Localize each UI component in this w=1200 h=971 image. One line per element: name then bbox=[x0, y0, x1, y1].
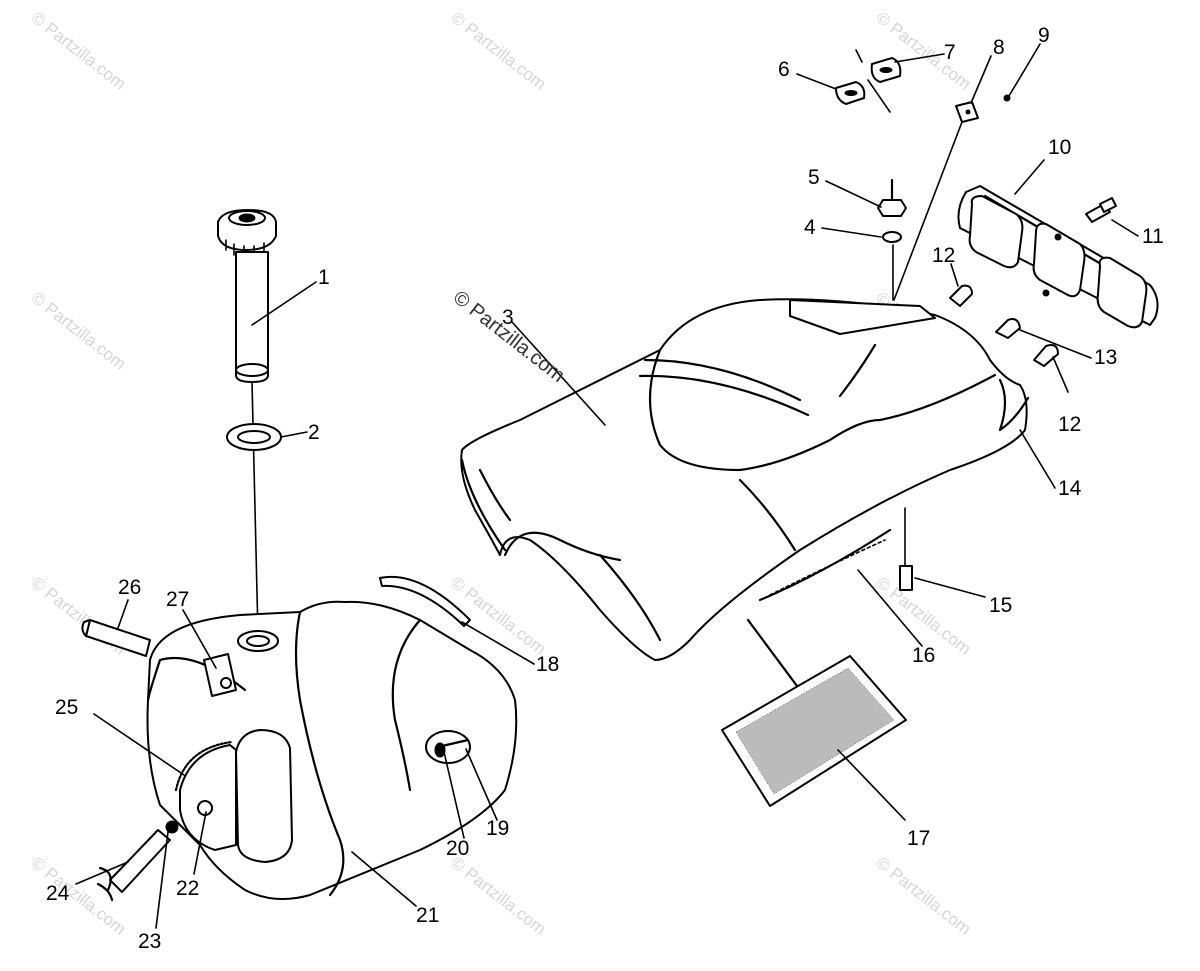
callout-12: 12 bbox=[932, 244, 955, 267]
fuel-line bbox=[96, 820, 179, 902]
callout-7: 7 bbox=[944, 41, 956, 64]
callout-2: 2 bbox=[308, 421, 320, 444]
callout-25: 25 bbox=[55, 696, 78, 719]
watermark: © Partzilla.com bbox=[873, 8, 975, 94]
callout-17: 17 bbox=[907, 827, 930, 850]
filler-neck bbox=[217, 209, 277, 383]
callout-8: 8 bbox=[993, 36, 1005, 59]
assembly-line bbox=[251, 381, 259, 636]
bolt bbox=[899, 507, 913, 591]
callout-9: 9 bbox=[1038, 24, 1050, 47]
callout-4: 4 bbox=[804, 216, 816, 239]
callout-6: 6 bbox=[778, 58, 790, 81]
watermark: © Partzilla.com bbox=[448, 853, 550, 939]
taillight-housing bbox=[957, 185, 1159, 329]
callout-3: 3 bbox=[502, 306, 514, 329]
callout-12: 12 bbox=[1058, 413, 1081, 436]
watermark: © Partzilla.com bbox=[873, 853, 975, 939]
screw bbox=[1085, 197, 1117, 223]
callout-14: 14 bbox=[1058, 477, 1082, 500]
leader-lines bbox=[75, 43, 1139, 929]
callout-1: 1 bbox=[318, 266, 330, 289]
callout-labels: 1 2 3 4 5 6 7 8 9 10 11 12 12 13 14 15 1… bbox=[46, 24, 1164, 953]
seat bbox=[460, 298, 1030, 661]
callout-24: 24 bbox=[46, 882, 70, 905]
callout-10: 10 bbox=[1048, 136, 1071, 159]
callout-26: 26 bbox=[118, 576, 141, 599]
fuel-tank bbox=[146, 576, 518, 900]
watermark-main: © Partzilla.com bbox=[449, 287, 569, 387]
washer-nut bbox=[877, 178, 907, 301]
watermark: © Partzilla.com bbox=[28, 853, 130, 939]
foam-pad bbox=[721, 618, 907, 807]
callout-16: 16 bbox=[912, 644, 935, 667]
callout-5: 5 bbox=[808, 166, 820, 189]
callout-19: 19 bbox=[486, 817, 509, 840]
watermark: © Partzilla.com bbox=[448, 8, 550, 94]
callout-15: 15 bbox=[989, 594, 1012, 617]
watermark: © Partzilla.com bbox=[28, 8, 130, 94]
bulbs bbox=[949, 284, 1059, 367]
watermark: © Partzilla.com bbox=[28, 288, 130, 374]
latch-plates bbox=[835, 49, 1011, 123]
vent-hose bbox=[81, 619, 151, 657]
callout-27: 27 bbox=[166, 588, 189, 611]
callout-23: 23 bbox=[138, 930, 161, 953]
callout-13: 13 bbox=[1094, 346, 1117, 369]
callout-22: 22 bbox=[176, 877, 199, 900]
callout-18: 18 bbox=[536, 653, 559, 676]
filler-gasket bbox=[226, 423, 282, 451]
callout-20: 20 bbox=[446, 837, 469, 860]
callout-11: 11 bbox=[1142, 225, 1164, 248]
callout-21: 21 bbox=[416, 904, 439, 927]
